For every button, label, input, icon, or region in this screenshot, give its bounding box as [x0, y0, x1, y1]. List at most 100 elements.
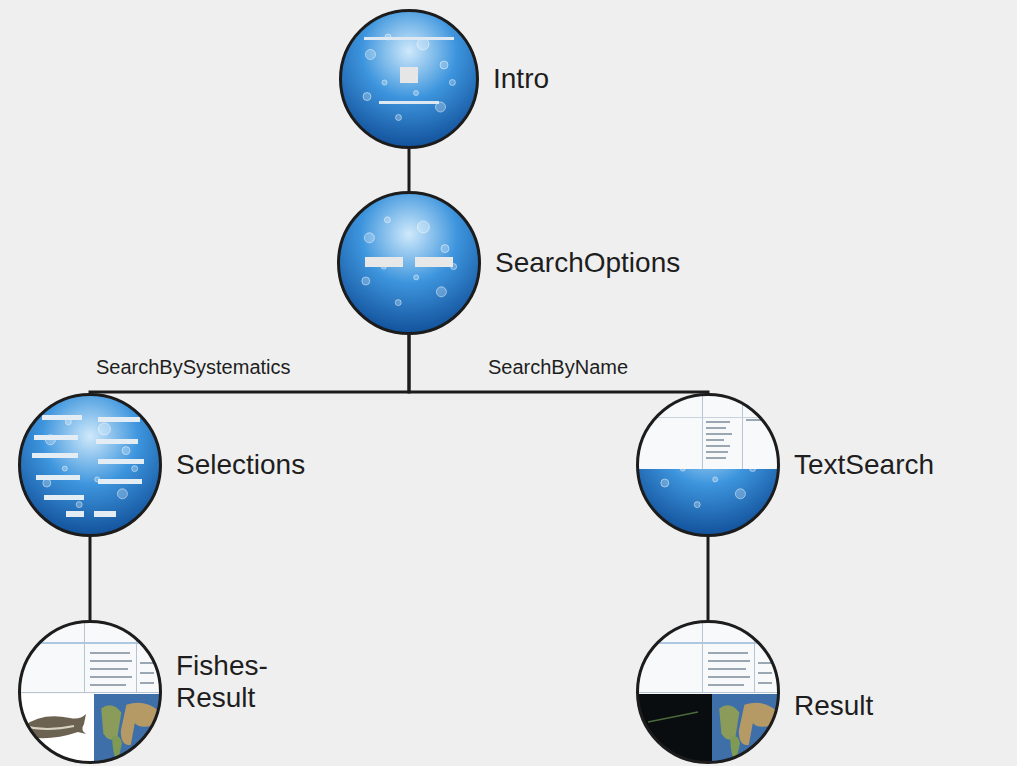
thumbnail-part: [379, 101, 439, 104]
thumbnail-part: [648, 712, 698, 722]
thumbnail-part: [440, 61, 448, 69]
tree-connector: [409, 335, 708, 393]
screen-circle: Fishes- Result: [18, 620, 162, 764]
thumbnail-part: [18, 620, 166, 766]
thumbnail-part: [140, 672, 154, 674]
thumbnail-part: [122, 447, 130, 455]
thumbnail-part: [94, 511, 116, 517]
thumbnail-part: [706, 457, 726, 459]
thumbnail-part: [84, 620, 85, 692]
thumbnail-part: [758, 662, 772, 664]
thumbnail-part: [702, 393, 703, 469]
thumbnail-part: [18, 692, 162, 693]
thumbnail-part: [76, 502, 82, 508]
thumbnail-part: [90, 652, 130, 654]
thumbnail-part: [638, 622, 779, 763]
screen-circle: Result: [636, 620, 780, 764]
thumbnail-part: [20, 622, 161, 763]
screen-name: Result: [794, 690, 873, 722]
thumbnail-part: [364, 37, 454, 40]
thumbnail-part: [36, 475, 80, 480]
thumbnail-part: [758, 672, 772, 674]
thumbnail-part: [98, 479, 142, 484]
thumbnail-part: [32, 453, 78, 458]
thumbnail-part: [132, 466, 138, 472]
thumbnail-part: [42, 415, 82, 420]
tree-connector: [90, 335, 409, 393]
thumbnail-part: [441, 245, 449, 253]
thumbnail-part: [708, 652, 748, 654]
thumbnail-part: [339, 9, 479, 149]
tree-connector: [89, 537, 92, 620]
thumbnail-part: [62, 466, 67, 471]
thumbnail-part: [90, 676, 132, 678]
thumbnail-part: [661, 479, 669, 487]
thumbnail-part: [636, 620, 784, 766]
thumbnail-part: [414, 275, 419, 280]
thumbnail-part: [44, 495, 84, 500]
thumbnail-part: [636, 393, 780, 537]
screen-name: TextSearch: [794, 449, 934, 481]
thumbnail-part: [636, 393, 780, 469]
thumbnail-part: [754, 620, 755, 692]
screen-thumbnail: [636, 393, 780, 537]
thumbnail-part: [382, 80, 387, 85]
screen-thumbnail: [18, 620, 162, 764]
thumbnail-part: [366, 50, 376, 60]
thumbnail-part: [719, 705, 739, 740]
thumbnail-part: [708, 684, 744, 686]
thumbnail-part: [98, 423, 110, 435]
thumbnail-part: [136, 620, 137, 692]
thumbnail-part: [449, 80, 455, 86]
thumbnail-part: [363, 93, 371, 101]
thumbnail-part: [638, 395, 779, 536]
thumbnail-part: [341, 11, 478, 148]
thumbnail-part: [98, 459, 144, 464]
screen-name: Fishes- Result: [176, 650, 291, 714]
thumbnail-part: [140, 662, 154, 664]
screen-name: Intro: [493, 63, 549, 95]
thumbnail-part: [706, 439, 724, 441]
thumbnail-part: [140, 682, 154, 684]
thumbnail-part: [117, 489, 127, 499]
thumbnail-part: [706, 445, 730, 447]
thumbnail-part: [417, 221, 429, 233]
thumbnail-part: [18, 393, 162, 537]
thumbnail-part: [24, 726, 74, 729]
thumbnail-part: [735, 489, 745, 499]
thumbnail-part: [708, 668, 746, 670]
screen-name: SearchOptions: [495, 247, 680, 279]
thumbnail-part: [708, 660, 750, 662]
thumbnail-part: [339, 193, 480, 334]
thumbnail-part: [712, 694, 784, 766]
thumbnail-part: [90, 668, 128, 670]
thumbnail-part: [337, 191, 481, 335]
thumbnail-part: [706, 427, 726, 429]
thumbnail-part: [396, 115, 402, 121]
thumbnail-part: [43, 479, 51, 487]
thumbnail-part: [706, 421, 730, 423]
branch-label: SearchByName: [486, 355, 630, 379]
tree-connector: [408, 149, 411, 191]
screen-circle: Selections: [18, 393, 162, 537]
screen-name: Selections: [176, 449, 305, 481]
thumbnail-part: [636, 692, 780, 693]
thumbnail-part: [384, 217, 390, 223]
screen-circle: SearchOptions: [337, 191, 481, 335]
thumbnail-part: [713, 477, 718, 482]
thumbnail-part: [34, 435, 78, 440]
thumbnail-part: [395, 300, 401, 306]
thumbnail-part: [96, 439, 138, 444]
screen-thumbnail: [337, 191, 481, 335]
thumbnail-part: [337, 191, 481, 335]
thumbnail-part: [18, 393, 162, 537]
thumbnail-part: [415, 257, 453, 267]
thumbnail-part: [364, 233, 374, 243]
thumbnail-part: [436, 287, 446, 297]
thumbnail-part: [706, 433, 732, 435]
thumbnail-part: [365, 257, 403, 267]
thumbnail-part: [339, 9, 479, 149]
